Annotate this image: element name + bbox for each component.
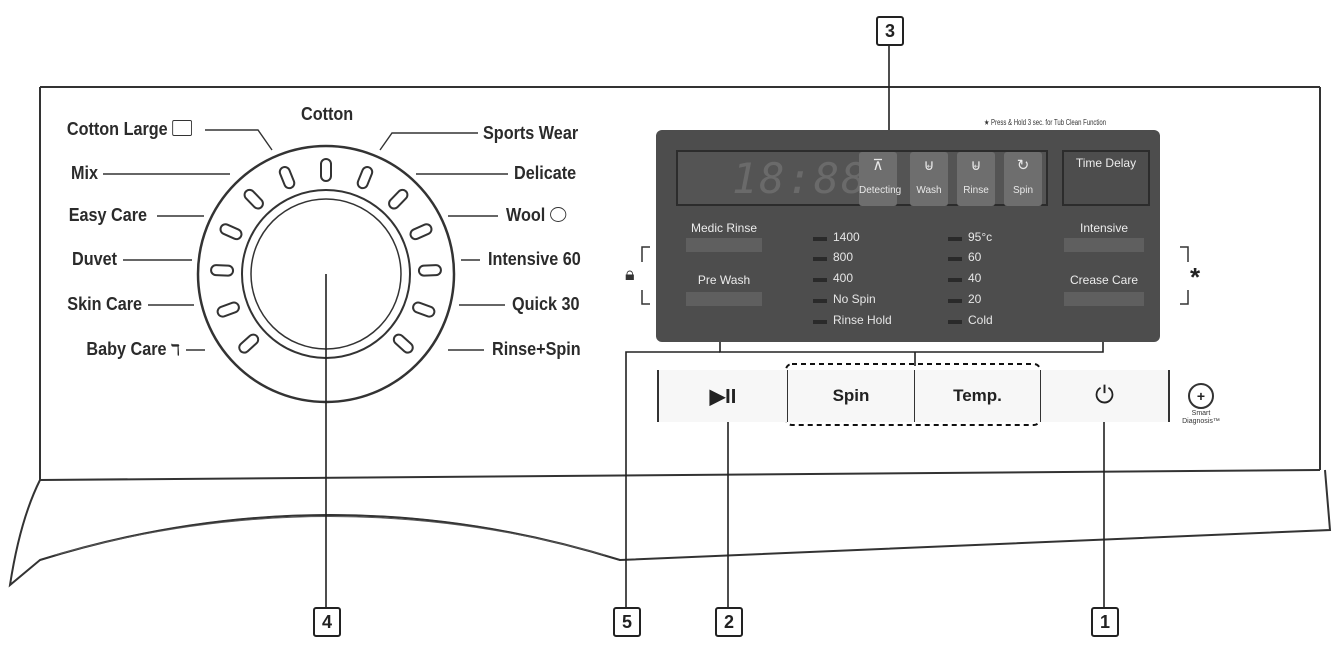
program-label: Rinse+Spin [492, 339, 581, 359]
dial-marker [356, 166, 374, 190]
spin-led [813, 320, 827, 324]
dial-marker [219, 223, 243, 241]
dial-marker [216, 301, 240, 318]
spin-led [813, 299, 827, 303]
smart-diagnosis-icon: + [1188, 383, 1214, 409]
program-label: Intensive 60 [488, 249, 581, 269]
indicator-detecting: ⊼Detecting [859, 152, 901, 206]
temp-led [948, 237, 962, 241]
spin-level: 400 [833, 271, 854, 285]
temp-level: 20 [968, 292, 982, 306]
indicator-wash: ⊌Wash [910, 152, 948, 206]
power-button[interactable]: ⏻ [1040, 370, 1168, 422]
dial-marker [388, 188, 409, 210]
dial-marker [320, 158, 332, 182]
time-digits: 18:88 [732, 154, 869, 203]
temp-led [948, 320, 962, 324]
temp-level: 60 [968, 250, 982, 264]
program-label-top: Cotton [301, 104, 354, 124]
detecting-icon: ⊼ [872, 157, 884, 174]
star-symbol: * [1190, 262, 1201, 292]
dial-marker [417, 264, 442, 277]
option-bar [1064, 292, 1144, 306]
program-label: Easy Care [68, 205, 147, 225]
callout-2: 2 [715, 607, 743, 637]
dial-marker [238, 333, 260, 354]
dial-marker [210, 264, 235, 277]
dial-marker [243, 188, 264, 210]
indicator-rinse: ⊌Rinse [957, 152, 995, 206]
option-pre-wash[interactable]: Pre Wash [697, 273, 751, 287]
spin-level: 1400 [833, 230, 860, 244]
callout-1: 1 [1091, 607, 1119, 637]
wash-icon: ⊌ [923, 157, 935, 174]
program-label: Baby Care ℸ [86, 339, 180, 359]
program-label: Skin Care [67, 294, 142, 314]
program-label: Duvet [71, 249, 117, 269]
option-bar [686, 292, 762, 306]
rectangle-icon [172, 120, 192, 136]
option-crease-care[interactable]: Crease Care [1069, 273, 1139, 287]
spin-level: 800 [833, 250, 854, 264]
program-label: Mix [70, 163, 98, 183]
dial-marker [278, 166, 296, 190]
temp-level: 95°c [968, 230, 993, 244]
spin-icon: ↻ [1016, 157, 1030, 174]
yarn-ball-icon [549, 207, 567, 222]
tub-clean-note: ★ Press & Hold 3 sec. for Tub Clean Func… [984, 118, 1107, 127]
rinse-icon: ⊌ [970, 157, 982, 174]
option-time-delay[interactable]: Time Delay [1075, 156, 1137, 170]
baby-shirt-icon: ℸ [171, 342, 180, 359]
start-pause-button[interactable]: ▶II [659, 370, 787, 422]
temp-level: 40 [968, 271, 982, 285]
spin-button[interactable]: Spin [787, 370, 914, 422]
spin-level: Rinse Hold [833, 313, 892, 327]
program-label: Cotton Large [67, 119, 192, 140]
temp-button[interactable]: Temp. [914, 370, 1040, 422]
callout-5: 5 [613, 607, 641, 637]
dial-marker [392, 333, 414, 354]
indicator-spin: ↻Spin [1004, 152, 1042, 206]
time-delay-box [1062, 150, 1150, 206]
temp-led [948, 257, 962, 261]
option-medic-rinse[interactable]: Medic Rinse [690, 221, 758, 235]
program-label: Sports Wear [483, 123, 579, 143]
smart-diagnosis-label: Smart Diagnosis™ [1182, 410, 1220, 425]
temp-level: Cold [968, 313, 993, 327]
option-bar [1064, 238, 1144, 252]
dial-marker [409, 223, 433, 241]
spin-level: No Spin [833, 292, 876, 306]
option-intensive[interactable]: Intensive [1079, 221, 1129, 235]
program-label: Wool [506, 205, 567, 226]
temp-led [948, 278, 962, 282]
spin-led [813, 237, 827, 241]
option-bar [686, 238, 762, 252]
program-dial-knob[interactable] [252, 200, 400, 348]
callout-3: 3 [876, 16, 904, 46]
temp-led [948, 299, 962, 303]
program-label: Delicate [514, 163, 577, 183]
spin-led [813, 278, 827, 282]
program-label: Quick 30 [512, 294, 580, 314]
child-lock-icon: 🔒︎ [625, 264, 635, 284]
callout-4: 4 [313, 607, 341, 637]
dial-marker [412, 301, 436, 318]
spin-led [813, 257, 827, 261]
